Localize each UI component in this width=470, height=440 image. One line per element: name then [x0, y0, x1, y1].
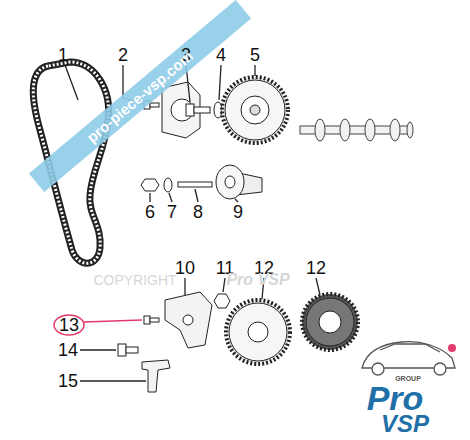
washer [164, 178, 172, 192]
callout-number: 2 [118, 46, 128, 64]
callout-number: 9 [233, 203, 243, 221]
watermark-band [29, 0, 251, 192]
camshaft-pulley [222, 77, 288, 143]
callout-number: 14 [58, 341, 78, 359]
callout-number: 7 [167, 203, 177, 221]
highlight-ring [54, 315, 84, 335]
car-logo [362, 342, 456, 375]
flange-hole [171, 99, 193, 121]
watermark: COPYRIGHT [93, 273, 176, 287]
logo-text: VSP [381, 412, 429, 436]
callout-number: 4 [216, 46, 226, 64]
callout-number: 12 [306, 259, 326, 277]
highlight-leader [84, 320, 142, 322]
callout-number: 13 [59, 316, 79, 334]
callout-number: 5 [250, 46, 260, 64]
callout-number: 1 [58, 46, 68, 64]
nut [214, 294, 230, 308]
logo-text: Pro [367, 381, 424, 415]
bolt [186, 104, 210, 116]
tensioner-pulley [216, 165, 262, 199]
watermark: Pro VSP [226, 272, 289, 288]
crankshaft-pulley [226, 300, 290, 364]
bolt [118, 344, 138, 356]
stud [178, 182, 212, 187]
bolt [144, 316, 159, 324]
bracket [165, 292, 212, 348]
crankshaft-pulley [302, 294, 358, 350]
callout-number: 10 [175, 259, 195, 277]
callout-number: 8 [193, 203, 203, 221]
sensor-bracket [142, 360, 170, 392]
callout-number: 6 [145, 203, 155, 221]
callout-number: 15 [58, 372, 78, 390]
nut [141, 179, 159, 191]
camshaft [300, 119, 413, 141]
